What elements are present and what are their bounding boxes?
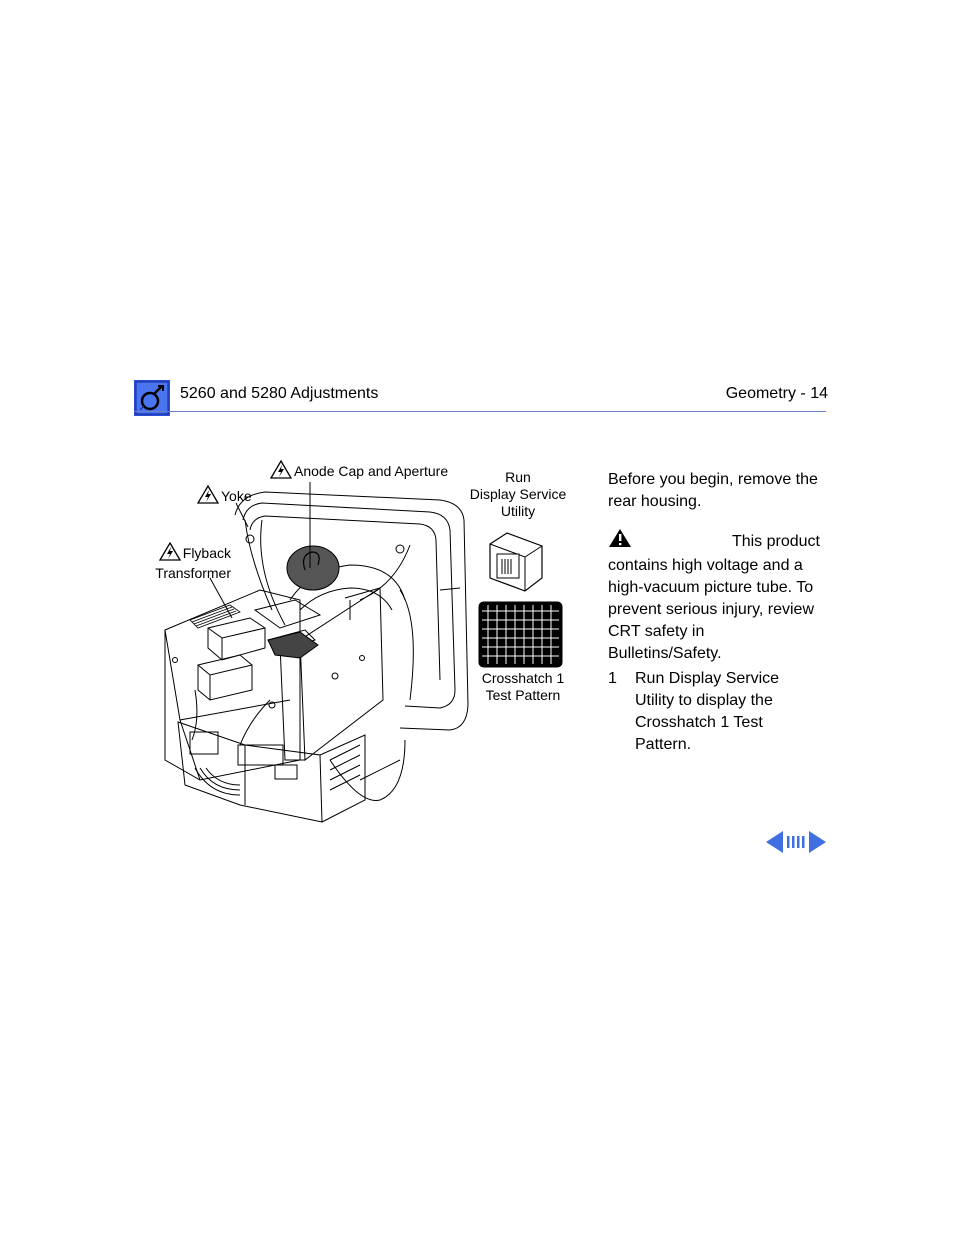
- page-section-label: Geometry - 14: [725, 385, 828, 402]
- high-voltage-warning-icon: [269, 459, 293, 483]
- step-item: 1 Run Display Service Utility to display…: [608, 668, 820, 756]
- header-divider: [134, 411, 826, 412]
- arrow-left-icon[interactable]: [766, 831, 783, 853]
- high-voltage-warning-icon: [196, 484, 220, 508]
- warning-first-line: This product: [731, 532, 820, 550]
- callout-yoke-label: Yoke: [221, 488, 252, 504]
- monitor-chassis-illustration: [164, 482, 469, 823]
- warning-icon: [608, 528, 632, 555]
- callout-run-line2: Display Service: [469, 486, 567, 502]
- callout-flyback-line2: Transformer: [155, 565, 231, 581]
- callout-pattern-line1: Crosshatch 1: [481, 670, 565, 686]
- warning-body: contains high voltage and a high-vacuum …: [608, 557, 815, 662]
- crosshatch-pattern-icon: [478, 601, 563, 673]
- warning-paragraph: This product contains high voltage and a…: [608, 528, 820, 665]
- page-header-title: 5260 and 5280 Adjustments: [180, 385, 379, 402]
- callout-run-utility: Run Display Service Utility: [463, 469, 573, 520]
- intro-paragraph: Before you begin, remove the rear housin…: [608, 471, 818, 510]
- step-number: 1: [608, 670, 617, 687]
- callout-run-line3: Utility: [500, 503, 536, 519]
- apple-service-logo-icon: [134, 380, 170, 416]
- callout-anode-label: Anode Cap and Aperture: [294, 463, 449, 479]
- high-voltage-warning-icon: [158, 541, 181, 565]
- callout-run-line1: Run: [505, 469, 531, 485]
- step-text: Run Display Service Utility to display t…: [635, 670, 780, 753]
- callout-flyback-line1: Flyback: [182, 545, 231, 561]
- callout-pattern-line2: Test Pattern: [485, 687, 561, 703]
- arrow-right-icon[interactable]: [809, 831, 826, 853]
- callout-flyback: Flyback Transformer: [140, 541, 231, 582]
- page-navigation: [766, 830, 826, 854]
- callout-test-pattern: Crosshatch 1 Test Pattern: [468, 670, 578, 704]
- page-index-icon[interactable]: [787, 836, 805, 848]
- display-service-utility-icon: [487, 530, 545, 599]
- callout-anode: Anode Cap and Aperture: [269, 459, 449, 483]
- callout-yoke: Yoke: [196, 484, 252, 508]
